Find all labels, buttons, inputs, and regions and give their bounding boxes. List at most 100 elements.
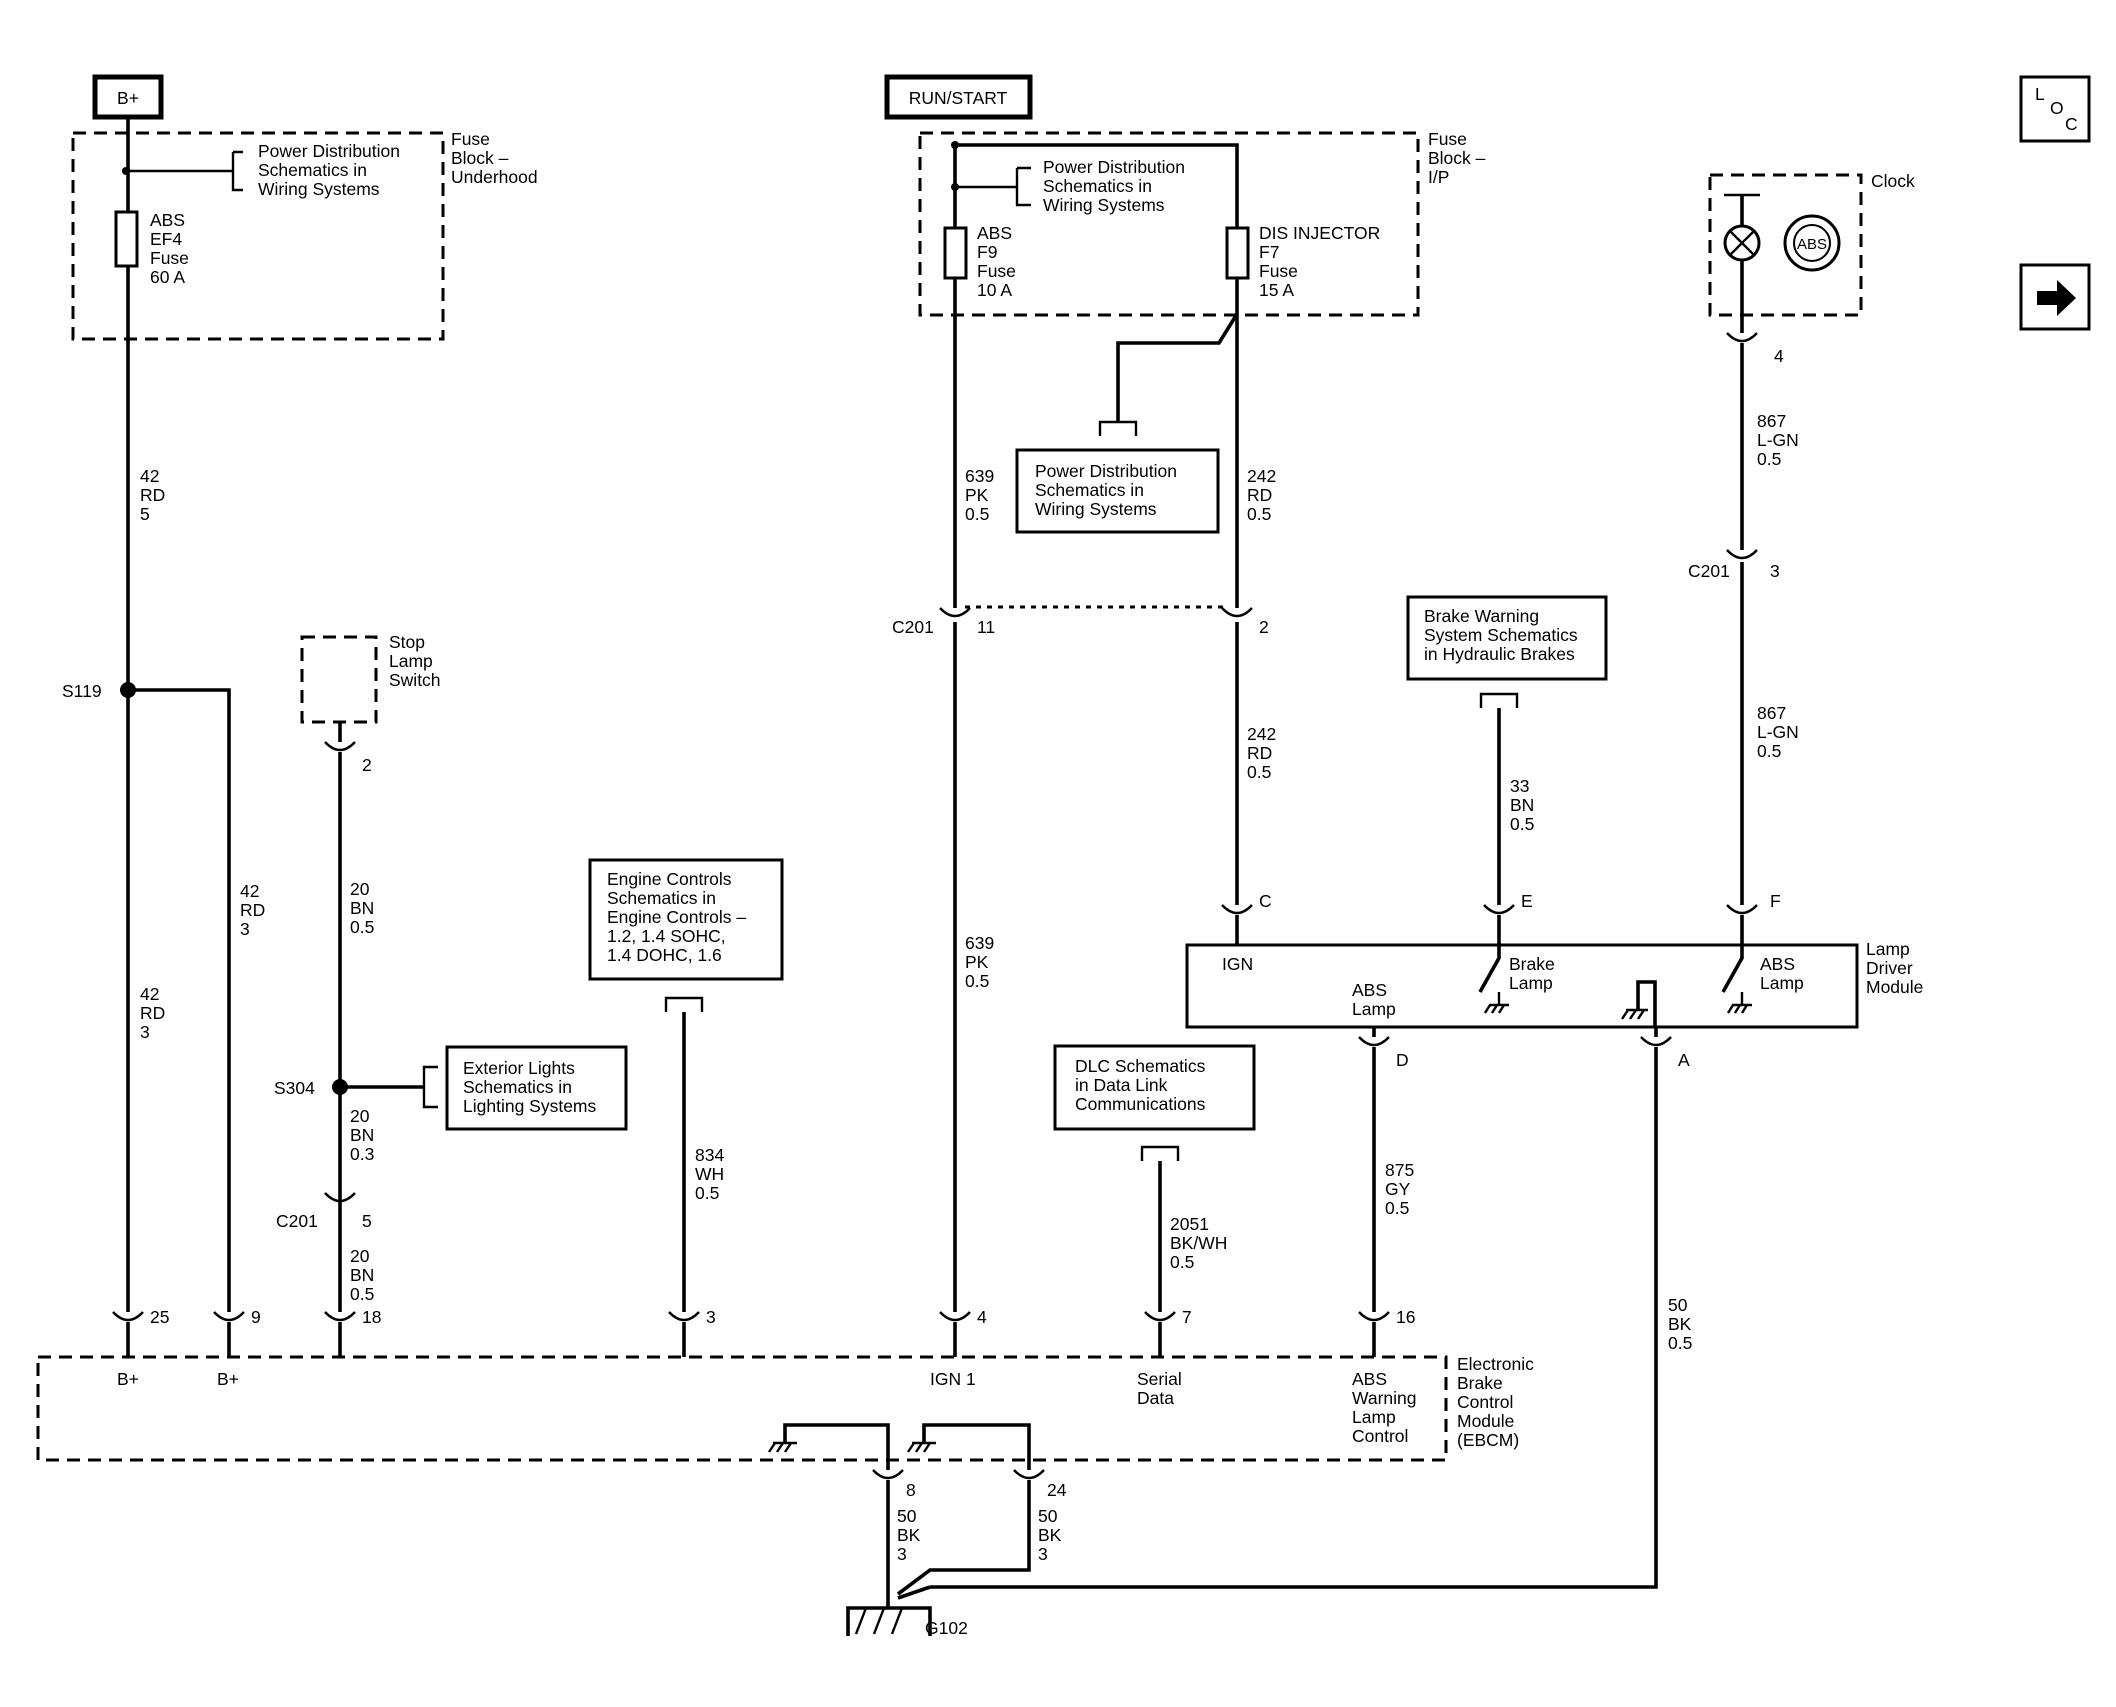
svg-text:Driver: Driver: [1866, 958, 1913, 978]
svg-text:PK: PK: [965, 485, 989, 505]
svg-text:RD: RD: [240, 900, 265, 920]
svg-text:50: 50: [897, 1506, 917, 1526]
svg-text:C201: C201: [1688, 561, 1730, 581]
abs-ef4-fuse-icon: [114, 210, 139, 268]
svg-text:GY: GY: [1385, 1179, 1411, 1199]
svg-text:B+: B+: [117, 1369, 139, 1389]
svg-text:Fuse: Fuse: [1259, 261, 1298, 281]
ground-icon: [846, 1606, 932, 1636]
svg-text:RD: RD: [1247, 485, 1272, 505]
svg-text:42: 42: [140, 984, 159, 1004]
wire-875-gy: D 875 GY 0.5: [1358, 1027, 1414, 1312]
svg-text:0.5: 0.5: [350, 1284, 374, 1304]
svg-text:RD: RD: [1247, 743, 1272, 763]
svg-text:9: 9: [251, 1307, 261, 1327]
svg-text:60 A: 60 A: [150, 267, 185, 287]
svg-text:5: 5: [140, 504, 150, 524]
svg-text:Data: Data: [1137, 1388, 1174, 1408]
svg-text:Engine Controls –: Engine Controls –: [607, 907, 746, 927]
svg-text:C201: C201: [276, 1211, 318, 1231]
svg-text:3: 3: [1038, 1544, 1048, 1564]
svg-text:0.5: 0.5: [1170, 1252, 1194, 1272]
svg-text:5: 5: [362, 1211, 372, 1231]
svg-text:Clock: Clock: [1871, 171, 1915, 191]
svg-text:in Data Link: in Data Link: [1075, 1075, 1168, 1095]
svg-text:0.5: 0.5: [1668, 1333, 1692, 1353]
svg-text:Fuse: Fuse: [977, 261, 1016, 281]
svg-text:Switch: Switch: [389, 670, 441, 690]
svg-text:L: L: [2035, 84, 2045, 104]
fuse-block-underhood: Fuse Block – Underhood Power Distributio…: [71, 129, 538, 341]
wire-242-rd: 242 RD 0.5 2 242 RD 0.5 C: [1221, 278, 1276, 915]
dis-f7-fuse-icon: [1225, 226, 1250, 280]
svg-text:2051: 2051: [1170, 1214, 1209, 1234]
svg-text:0.5: 0.5: [1385, 1198, 1409, 1218]
stop-lamp-switch: Stop Lamp Switch 2 20 BN 0.5: [300, 632, 441, 1312]
svg-text:I/P: I/P: [1428, 167, 1449, 187]
svg-text:Lamp: Lamp: [1760, 973, 1804, 993]
svg-text:Power Distribution: Power Distribution: [258, 141, 400, 161]
svg-text:Schematics in: Schematics in: [607, 888, 716, 908]
ebcm-pins: 25 9 18 3 4 7 16: [112, 1307, 1415, 1357]
svg-text:L-GN: L-GN: [1757, 430, 1799, 450]
svg-text:11: 11: [977, 617, 995, 637]
svg-text:20: 20: [350, 1246, 370, 1266]
svg-text:BN: BN: [350, 1125, 374, 1145]
svg-text:50: 50: [1668, 1295, 1688, 1315]
svg-text:8: 8: [906, 1480, 916, 1500]
svg-text:Underhood: Underhood: [451, 167, 538, 187]
svg-text:Control: Control: [1352, 1426, 1408, 1446]
arrow-right-icon[interactable]: [2019, 263, 2091, 331]
engine-controls-ref-box: Engine Controls Schematics in Engine Con…: [588, 858, 784, 1312]
svg-text:B+: B+: [117, 88, 139, 108]
svg-text:Warning: Warning: [1352, 1388, 1417, 1408]
svg-text:0.5: 0.5: [350, 917, 374, 937]
svg-text:7: 7: [1182, 1307, 1192, 1327]
svg-text:Lighting Systems: Lighting Systems: [463, 1096, 597, 1116]
svg-text:Wiring Systems: Wiring Systems: [1043, 195, 1165, 215]
loc-button[interactable]: L O C: [2019, 75, 2091, 143]
splice-s304: S304 20 BN 0.3: [274, 1065, 438, 1164]
svg-text:875: 875: [1385, 1160, 1414, 1180]
dlc-ref-box: DLC Schematics in Data Link Communicatio…: [1053, 1044, 1256, 1312]
svg-text:BK: BK: [1038, 1525, 1062, 1545]
abs-warning-icon: ABS: [1783, 214, 1841, 272]
svg-text:ABS: ABS: [1797, 236, 1827, 253]
svg-text:15 A: 15 A: [1259, 280, 1294, 300]
svg-text:RD: RD: [140, 1003, 165, 1023]
wire-50-bk-a: A 50 BK 0.5: [930, 1027, 1692, 1589]
svg-text:Schematics in: Schematics in: [258, 160, 367, 180]
svg-text:3: 3: [897, 1544, 907, 1564]
svg-text:BN: BN: [350, 898, 374, 918]
svg-text:Wiring Systems: Wiring Systems: [1035, 499, 1157, 519]
svg-text:Brake: Brake: [1457, 1373, 1503, 1393]
svg-text:S304: S304: [274, 1078, 315, 1098]
svg-text:1.2, 1.4 SOHC,: 1.2, 1.4 SOHC,: [607, 926, 726, 946]
svg-text:E: E: [1521, 891, 1533, 911]
brake-warning-ref-box: Brake Warning System Schematics in Hydra…: [1406, 595, 1608, 915]
svg-text:639: 639: [965, 933, 994, 953]
bulb-icon: [1723, 224, 1761, 262]
wire-42-rd-5: 42 RD 5 42 RD 3: [126, 117, 165, 1312]
abs-f9-fuse-icon: [943, 226, 968, 280]
svg-text:C: C: [2065, 114, 2078, 134]
svg-text:0.5: 0.5: [1757, 449, 1781, 469]
svg-text:20: 20: [350, 1106, 370, 1126]
svg-text:L-GN: L-GN: [1757, 722, 1799, 742]
svg-text:Stop: Stop: [389, 632, 425, 652]
svg-text:0.5: 0.5: [695, 1183, 719, 1203]
svg-text:Electronic: Electronic: [1457, 1354, 1534, 1374]
svg-text:in Hydraulic Brakes: in Hydraulic Brakes: [1424, 644, 1575, 664]
svg-text:RD: RD: [140, 485, 165, 505]
svg-text:42: 42: [240, 881, 259, 901]
svg-text:ABS: ABS: [977, 223, 1012, 243]
batt-source: B+: [92, 74, 164, 120]
svg-text:0.5: 0.5: [1510, 814, 1534, 834]
svg-text:WH: WH: [695, 1164, 724, 1184]
ebcm-module: Electronic Brake Control Module (EBCM) B…: [36, 1354, 1534, 1462]
svg-text:0.5: 0.5: [1247, 762, 1271, 782]
svg-text:4: 4: [1774, 346, 1784, 366]
svg-text:867: 867: [1757, 703, 1786, 723]
svg-text:Module: Module: [1866, 977, 1923, 997]
